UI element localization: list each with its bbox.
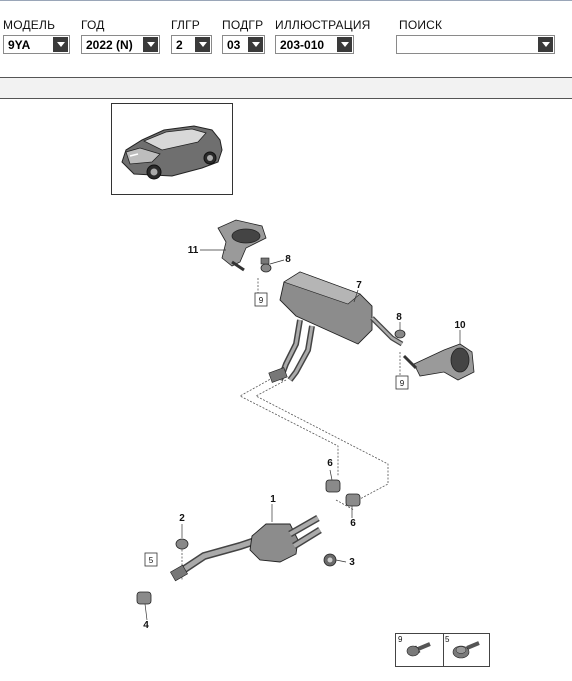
legend-5-number: 5: [445, 635, 450, 644]
part-8-clamp-right[interactable]: [394, 329, 406, 339]
chevron-down-icon[interactable]: [53, 37, 68, 52]
chevron-down-icon[interactable]: [143, 37, 158, 52]
callout-box-9-left[interactable]: 9: [254, 292, 268, 307]
main-group-value: 2: [176, 38, 183, 52]
bolt-icon: [452, 641, 480, 659]
illustration-value: 203-010: [280, 38, 325, 52]
search-label: ПОИСК: [399, 18, 443, 32]
callout-3[interactable]: 3: [349, 557, 355, 568]
year-select[interactable]: 2022 (N): [81, 35, 160, 54]
callout-10[interactable]: 10: [454, 320, 466, 331]
callout-9b-label: 9: [400, 379, 405, 388]
car-icon: [121, 125, 223, 180]
part-3-nut[interactable]: [323, 553, 337, 567]
vehicle-thumbnail: [111, 103, 233, 195]
top-border: [0, 0, 572, 7]
section-header-bar: [0, 77, 572, 99]
subgroup-value: 03: [227, 38, 241, 52]
part-10-right-tailpipe[interactable]: [402, 343, 475, 381]
part-6-hanger-upper[interactable]: [325, 479, 341, 493]
part-6-hanger-lower[interactable]: [345, 493, 361, 507]
subgroup-select[interactable]: 03: [222, 35, 265, 54]
part-8-clamp-upper-left[interactable]: [260, 257, 272, 273]
year-value: 2022 (N): [86, 38, 133, 52]
bolt-icon: [406, 642, 431, 657]
main-group-label: ГЛГР: [171, 18, 201, 32]
fastener-legend: 9 5: [395, 633, 490, 667]
part-7-rear-muffler[interactable]: [268, 271, 404, 383]
callout-6-upper[interactable]: 6: [327, 458, 333, 469]
year-label: ГОД: [81, 18, 105, 32]
part-2-clamp[interactable]: [175, 538, 189, 550]
callout-5-label: 5: [149, 556, 154, 565]
callout-1[interactable]: 1: [270, 494, 276, 505]
chevron-down-icon[interactable]: [337, 37, 352, 52]
model-filter: МОДЕЛЬ 9YA: [3, 18, 70, 54]
callout-11[interactable]: 11: [188, 245, 199, 256]
part-11-left-tailpipe[interactable]: [217, 219, 267, 272]
main-group-filter: ГЛГР 2: [171, 18, 212, 54]
exploded-parts-diagram: 9 9 5 11 8 7 8 10 6 1 6 2 3 4: [136, 219, 475, 631]
part-4-sleeve[interactable]: [136, 591, 152, 605]
filter-bar: МОДЕЛЬ 9YA ГОД 2022 (N) ГЛГР 2 ПОДГР 03 …: [0, 18, 572, 58]
callout-8-right[interactable]: 8: [396, 312, 402, 323]
model-label: МОДЕЛЬ: [3, 18, 56, 32]
callout-4[interactable]: 4: [143, 620, 149, 631]
legend-item-5[interactable]: 5: [443, 634, 490, 666]
callout-box-5[interactable]: 5: [144, 552, 158, 567]
callout-9a-label: 9: [259, 296, 264, 305]
illustration-filter: ИЛЛЮСТРАЦИЯ 203-010: [275, 18, 371, 54]
callout-8-top[interactable]: 8: [285, 254, 291, 265]
year-filter: ГОД 2022 (N): [81, 18, 160, 54]
main-group-select[interactable]: 2: [171, 35, 212, 54]
chevron-down-icon[interactable]: [538, 37, 553, 52]
model-value: 9YA: [8, 38, 31, 52]
callout-7[interactable]: 7: [356, 280, 362, 291]
subgroup-label: ПОДГР: [222, 18, 264, 32]
model-select[interactable]: 9YA: [3, 35, 70, 54]
illustration-label: ИЛЛЮСТРАЦИЯ: [275, 18, 371, 32]
leader-lines: [144, 249, 461, 621]
legend-9-number: 9: [398, 635, 403, 644]
legend-item-9[interactable]: 9: [396, 634, 444, 666]
subgroup-filter: ПОДГР 03: [222, 18, 265, 54]
illustration-select[interactable]: 203-010: [275, 35, 354, 54]
callout-2[interactable]: 2: [179, 513, 185, 524]
search-select[interactable]: [396, 35, 555, 54]
chevron-down-icon[interactable]: [248, 37, 263, 52]
search-filter: ПОИСК: [396, 18, 555, 54]
chevron-down-icon[interactable]: [195, 37, 210, 52]
callout-box-9-right[interactable]: 9: [395, 375, 409, 390]
part-1-front-muffler[interactable]: [170, 514, 322, 582]
callout-6-lower[interactable]: 6: [350, 518, 356, 529]
